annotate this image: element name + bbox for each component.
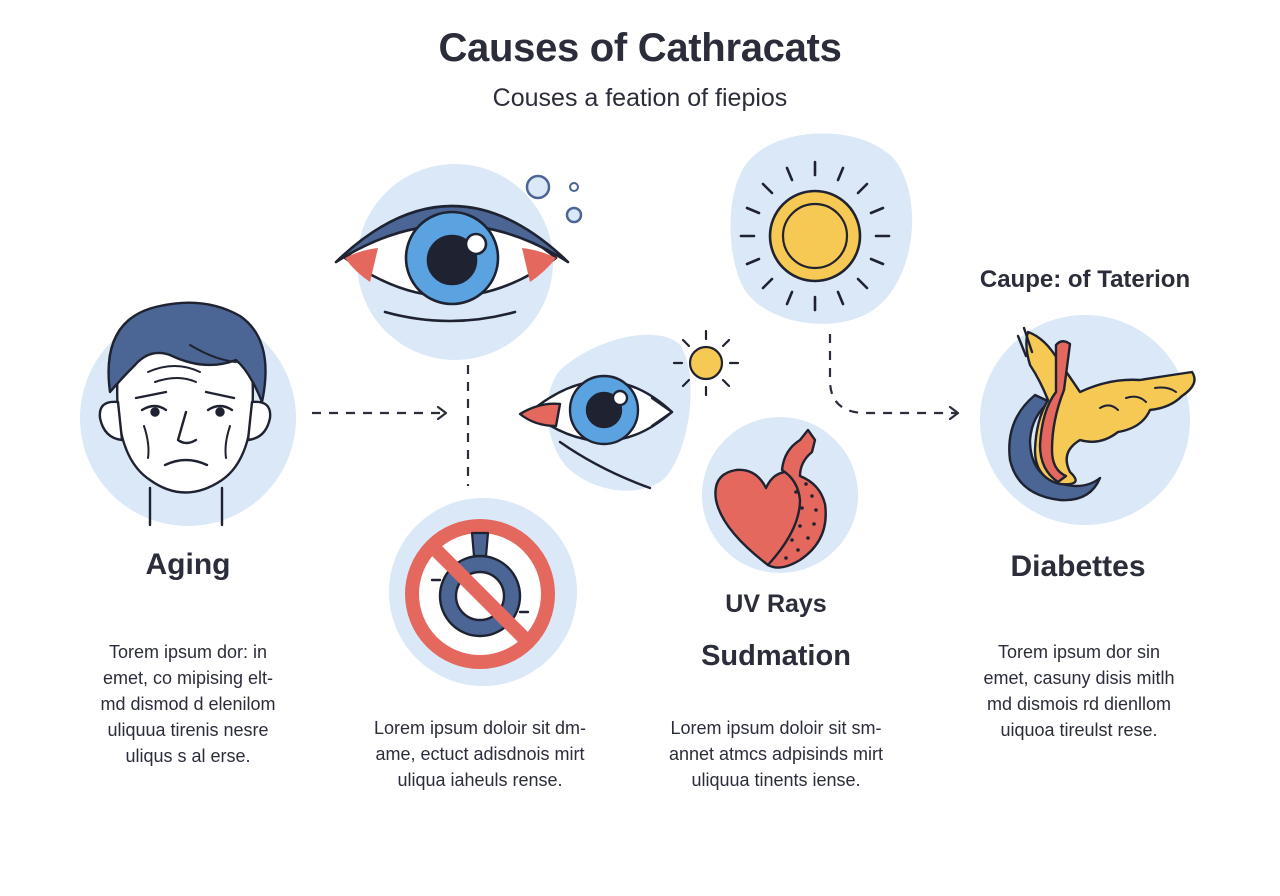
sun-icon xyxy=(739,160,891,312)
sun-small-icon xyxy=(672,329,740,397)
uv-sublabel: Sudmation xyxy=(701,640,851,672)
eye-small-icon xyxy=(518,374,674,490)
page-subtitle: Couses a feation of fiepios xyxy=(492,84,788,112)
eye-icon xyxy=(334,174,583,323)
arrow-sun-to-diabetes xyxy=(828,334,958,413)
uv-label: UV Rays xyxy=(725,590,827,618)
middle-description: Lorem ipsum doloir sit dm- ame, ectuct a… xyxy=(373,718,587,790)
pancreas-icon xyxy=(1008,326,1196,502)
heart-icon xyxy=(714,428,827,569)
aging-description: Torem ipsum dor: in emet, co mipising el… xyxy=(100,642,276,766)
diabetes-label: Diabettes xyxy=(1010,550,1146,583)
face-icon xyxy=(98,301,272,527)
aging-label: Aging xyxy=(145,548,231,581)
page-title: Causes of Cathracats xyxy=(438,26,842,70)
diabetes-description: Torem ipsum dor sin emet, casuny disis m… xyxy=(983,642,1175,740)
uv-description: Lorem ipsum doloir sit sm- annet atmcs a… xyxy=(668,718,884,790)
diabetes-caption: Caupe: of Taterion xyxy=(979,266,1191,293)
no-medication-icon xyxy=(405,519,555,669)
